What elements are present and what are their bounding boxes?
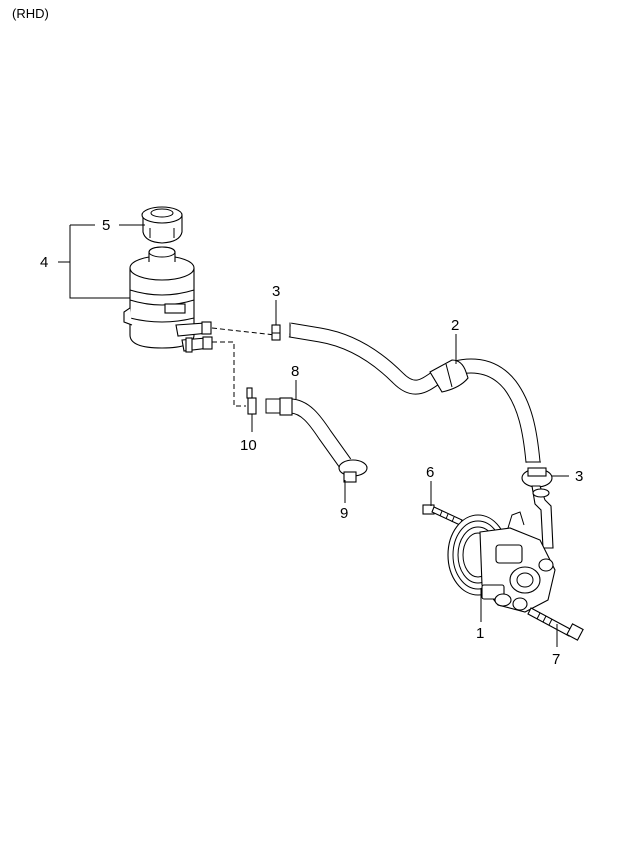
variant-label: (RHD)	[12, 6, 49, 21]
callout-8: 8	[291, 363, 299, 380]
callout-2: 2	[451, 317, 459, 334]
long-bolt[interactable]	[527, 607, 584, 641]
callout-7: 7	[552, 651, 560, 668]
suction-hose[interactable]	[265, 397, 352, 468]
clamp-upper[interactable]	[271, 324, 281, 341]
connection-lines	[211, 327, 276, 407]
callout-3-right: 3	[575, 468, 583, 485]
callout-4: 4	[40, 254, 48, 271]
pump-pipe	[531, 485, 554, 549]
callout-3-upper: 3	[272, 283, 280, 300]
callouts: 5 4 3 2 8 10 6 3 9 1 7	[40, 217, 583, 668]
callout-6: 6	[426, 464, 434, 481]
callout-1: 1	[476, 625, 484, 642]
power-steering-pump[interactable]	[447, 511, 556, 613]
callout-9: 9	[340, 505, 348, 522]
callout-5: 5	[102, 217, 110, 234]
small-clamp[interactable]	[246, 387, 257, 415]
callout-10: 10	[240, 437, 257, 454]
pump-bolt[interactable]	[422, 504, 463, 526]
leader-lines	[58, 224, 569, 647]
hose-clamp[interactable]	[338, 459, 368, 483]
clamp-right[interactable]	[521, 467, 553, 488]
reservoir-cap[interactable]	[141, 206, 183, 244]
return-hose[interactable]	[288, 322, 541, 463]
reservoir[interactable]	[123, 246, 213, 353]
